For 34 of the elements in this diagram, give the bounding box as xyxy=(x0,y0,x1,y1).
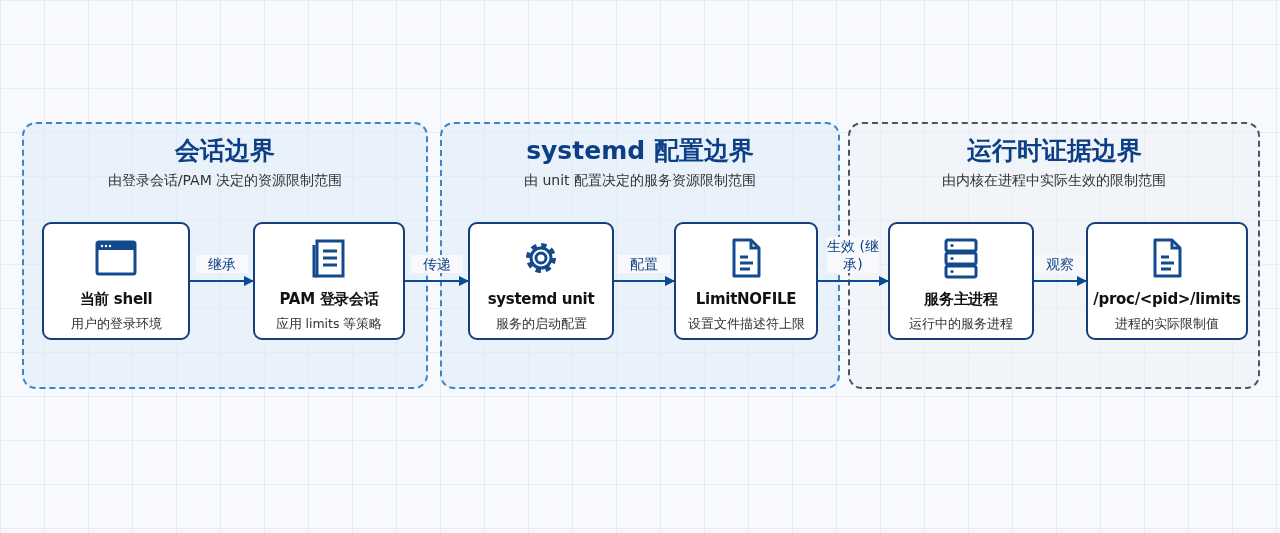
arrow xyxy=(1033,276,1087,286)
box-description: 应用 limits 等策略 xyxy=(275,316,383,333)
process-box xyxy=(42,222,190,340)
box-description: 设置文件描述符上限 xyxy=(687,316,805,333)
box-title: PAM 登录会话 xyxy=(279,290,379,309)
process-box xyxy=(468,222,614,340)
box-title: systemd unit xyxy=(487,290,595,308)
box-title: LimitNOFILE xyxy=(695,290,797,308)
box-description: 进程的实际限制值 xyxy=(1115,316,1219,333)
arrow xyxy=(817,276,889,286)
panel-title: systemd 配置边界 xyxy=(526,135,754,167)
process-box xyxy=(888,222,1034,340)
box-title: 服务主进程 xyxy=(924,290,998,309)
edge-label: 生效 (继承) xyxy=(827,237,879,273)
box-description: 运行中的服务进程 xyxy=(909,316,1013,333)
panel-subtitle: 由 unit 配置决定的服务资源限制范围 xyxy=(524,172,756,190)
edge-label: 观察 xyxy=(1034,255,1086,273)
panel-title: 运行时证据边界 xyxy=(966,135,1142,167)
process-box xyxy=(253,222,405,340)
edge-label: 传递 xyxy=(410,255,463,273)
panel-subtitle: 由内核在进程中实际生效的限制范围 xyxy=(942,172,1166,190)
box-title: 当前 shell xyxy=(79,290,153,309)
edge-label: 配置 xyxy=(618,255,670,273)
process-box xyxy=(674,222,818,340)
box-description: 用户的登录环境 xyxy=(70,316,162,333)
panel-subtitle: 由登录会话/PAM 决定的资源限制范围 xyxy=(107,172,343,190)
arrow xyxy=(613,276,675,286)
edge-label: 继承 xyxy=(195,255,248,273)
process-box xyxy=(1086,222,1248,340)
arrow xyxy=(189,276,254,286)
box-description: 服务的启动配置 xyxy=(495,316,587,333)
arrow xyxy=(404,276,469,286)
panel-title: 会话边界 xyxy=(175,135,275,167)
box-title: /proc/<pid>/limits xyxy=(1093,290,1241,308)
